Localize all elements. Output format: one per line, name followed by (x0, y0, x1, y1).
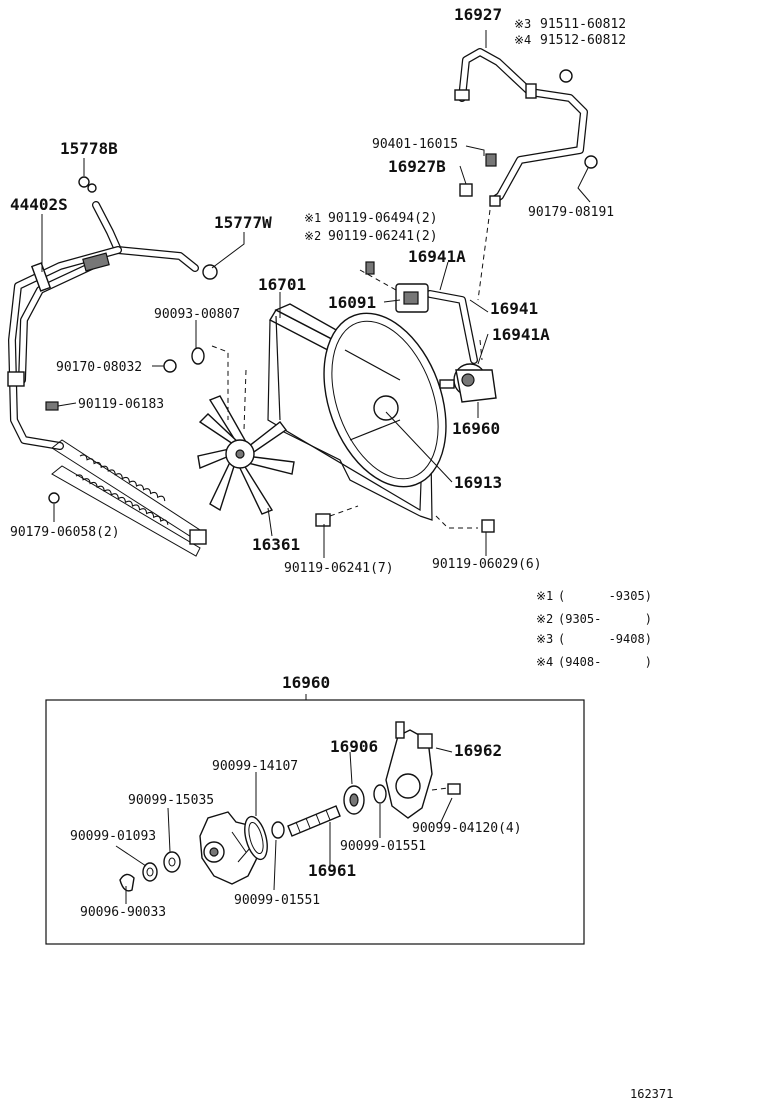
leader-lines (41, 30, 591, 558)
radiator-hose-top (454, 48, 598, 207)
label-16361: 16361 (252, 535, 300, 554)
legend-mark-3: ※3 (536, 632, 553, 646)
note-mark-3: ※3 (514, 17, 531, 31)
legend-mark-1: ※1 (536, 589, 553, 603)
label-90099-01551-left: 90099-01551 (234, 893, 320, 908)
label-90096-90033: 90096-90033 (80, 905, 166, 920)
detail-frame (45, 699, 585, 945)
label-16913: 16913 (454, 473, 502, 492)
note-mark-4: ※4 (514, 33, 531, 47)
label-90099-01551-right: 90099-01551 (340, 839, 426, 854)
legend-range-3: ( -9408) (558, 632, 652, 646)
label-90093-00807: 90093-00807 (154, 307, 240, 322)
cooler-hose-assembly (7, 201, 199, 450)
label-15777w: 15777W (214, 213, 272, 232)
label-16961: 16961 (308, 861, 356, 880)
label-90099-14107: 90099-14107 (212, 759, 298, 774)
label-16906: 16906 (330, 737, 378, 756)
cooling-fan (191, 345, 295, 515)
label-15778b: 15778B (60, 139, 118, 158)
label-90401-16015: 90401-16015 (372, 137, 458, 152)
label-16927: 16927 (454, 5, 502, 24)
label-16941a-top: 16941A (408, 247, 466, 266)
label-16960-box: 16960 (282, 673, 330, 692)
fan-bracket-and-pump (315, 209, 497, 533)
label-91512-60812: 91512-60812 (540, 33, 626, 48)
label-90119-06494: 90119-06494(2) (328, 211, 438, 226)
label-90119-06241-2: 90119-06241(2) (328, 229, 438, 244)
label-16941: 16941 (490, 299, 538, 318)
oil-cooler (48, 439, 207, 557)
date-legend: ※1 ( -9305) ※2 (9305- ) ※3 ( -9408) ※4 (… (536, 589, 652, 669)
label-16091: 16091 (328, 293, 376, 312)
legend-mark-2: ※2 (536, 612, 553, 626)
legend-range-4: (9408- ) (558, 655, 652, 669)
label-16941a-mid: 16941A (492, 325, 550, 344)
upper-labels: 16927 ※3 91511-60812 ※4 91512-60812 9040… (10, 5, 626, 576)
fan-shroud (267, 303, 447, 521)
label-16701: 16701 (258, 275, 306, 294)
label-16962: 16962 (454, 741, 502, 760)
label-90119-06029: 90119-06029(6) (432, 557, 542, 572)
label-91511-60812: 91511-60812 (540, 17, 626, 32)
detail-box-16960: 16960 (45, 673, 585, 945)
label-90099-01093: 90099-01093 (70, 829, 156, 844)
label-90179-08191: 90179-08191 (528, 205, 614, 220)
legend-range-1: ( -9305) (558, 589, 652, 603)
label-90119-06183: 90119-06183 (78, 397, 164, 412)
label-16927b: 16927B (388, 157, 446, 176)
figure-number: 162371 (630, 1087, 673, 1101)
label-90099-15035: 90099-15035 (128, 793, 214, 808)
fasteners (45, 176, 218, 411)
note-mark-1: ※1 (304, 211, 321, 225)
legend-range-2: (9305- ) (558, 612, 652, 626)
label-44402s: 44402S (10, 195, 68, 214)
label-90099-04120: 90099-04120(4) (412, 821, 522, 836)
note-mark-2: ※2 (304, 229, 321, 243)
legend-mark-4: ※4 (536, 655, 553, 669)
label-90179-06058: 90179-06058(2) (10, 525, 120, 540)
label-90119-06241-7: 90119-06241(7) (284, 561, 394, 576)
label-16960-top: 16960 (452, 419, 500, 438)
label-90170-08032: 90170-08032 (56, 360, 142, 375)
